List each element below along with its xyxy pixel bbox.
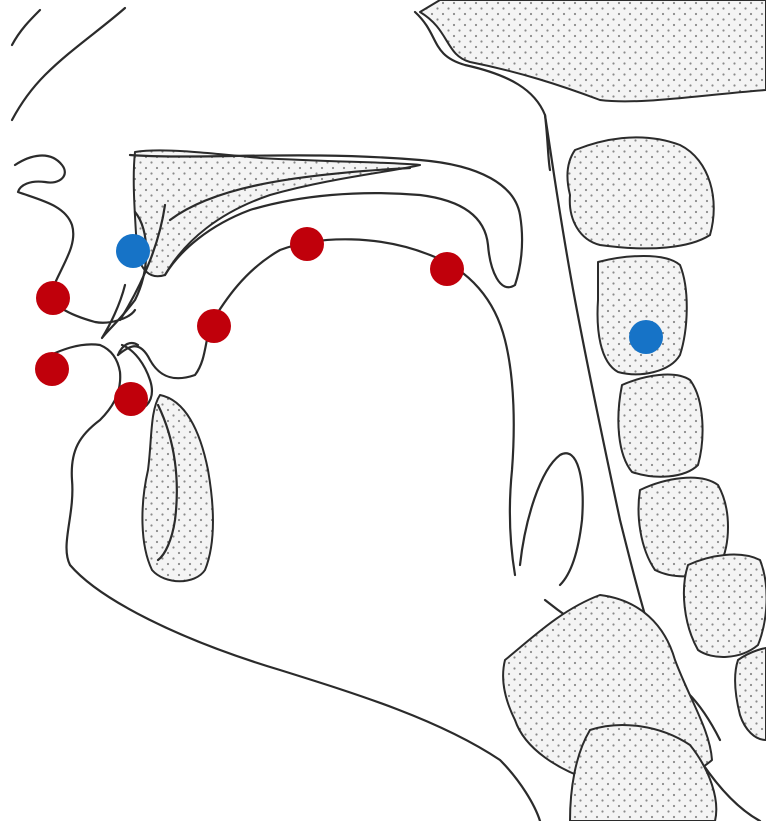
cervical-vertebra-point	[629, 320, 663, 354]
tongue-dorsum-back-point	[430, 252, 464, 286]
lower-lip-chin-contour	[40, 344, 540, 821]
vertebra-c6	[735, 648, 766, 740]
vertebra-c5	[684, 555, 766, 657]
vertebra-c3	[618, 375, 702, 477]
tongue-dorsum-front-point	[290, 227, 324, 261]
nasal-bridge-contour	[12, 8, 125, 120]
tongue-tip-point	[197, 309, 231, 343]
vertebra-c1	[568, 137, 714, 248]
nose-contour	[12, 10, 40, 45]
upper-incisor-point	[116, 234, 150, 268]
upper-lip-point	[36, 281, 70, 315]
landmarks	[35, 227, 663, 416]
upper-lip-contour	[15, 156, 135, 323]
lower-lip-point	[35, 352, 69, 386]
epiglottis	[520, 453, 583, 585]
vertebra-c2	[598, 256, 687, 374]
lower-teeth-point	[114, 382, 148, 416]
skull-base	[420, 0, 766, 101]
